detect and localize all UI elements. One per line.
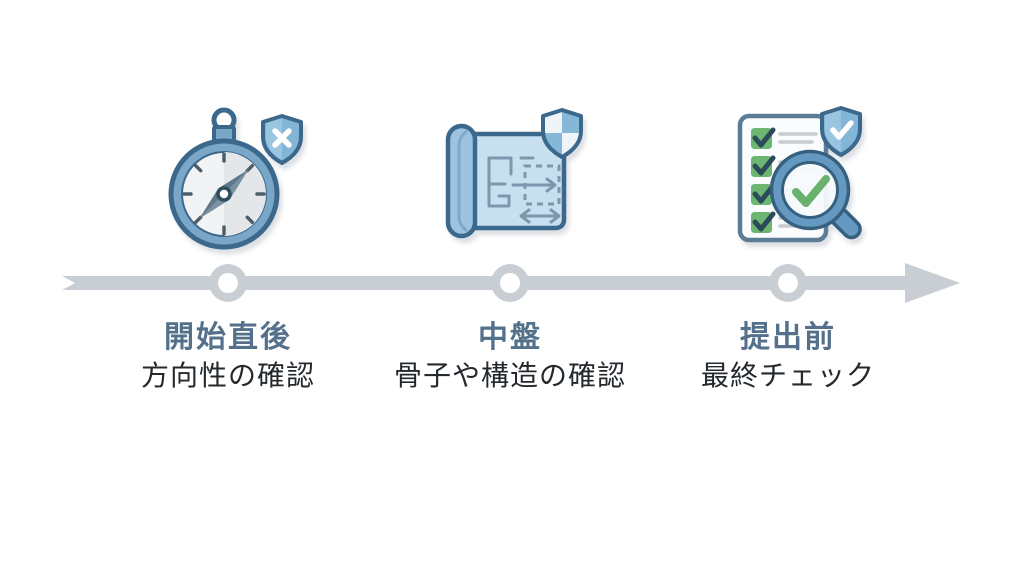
stage-middle-title: 中盤 xyxy=(478,320,542,355)
stage-before-submission-subtitle: 最終チェック xyxy=(700,359,875,392)
timeline-node-middle xyxy=(491,264,529,302)
floor-plan-lines xyxy=(487,156,535,208)
stage-middle-icon xyxy=(437,106,587,252)
magnifier-check-icon xyxy=(769,149,862,240)
shield-check-pattern-icon xyxy=(541,108,583,159)
blueprint-icon xyxy=(445,108,583,239)
stage-middle-subtitle: 骨子や構造の確認 xyxy=(393,359,626,392)
stage-start-title: 開始直後 xyxy=(164,320,292,355)
shield-check-icon xyxy=(820,106,862,157)
stage-before-submission-title: 提出前 xyxy=(740,320,836,355)
timeline-arrow xyxy=(62,263,960,303)
stage-start-subtitle: 方向性の確認 xyxy=(140,359,315,392)
direction-arrows xyxy=(511,177,561,224)
compass-ticks xyxy=(182,152,266,236)
compass-icon xyxy=(168,107,303,250)
stage-start-icon xyxy=(158,106,308,252)
timeline-arrowhead-icon xyxy=(905,263,960,303)
checklist-icon xyxy=(737,106,862,243)
stage-before-submission-icon xyxy=(718,106,868,252)
shield-x-icon xyxy=(261,114,303,165)
timeline-node-before-submission xyxy=(769,264,807,302)
timeline-node-start xyxy=(209,264,247,302)
timeline-bar xyxy=(62,276,908,290)
